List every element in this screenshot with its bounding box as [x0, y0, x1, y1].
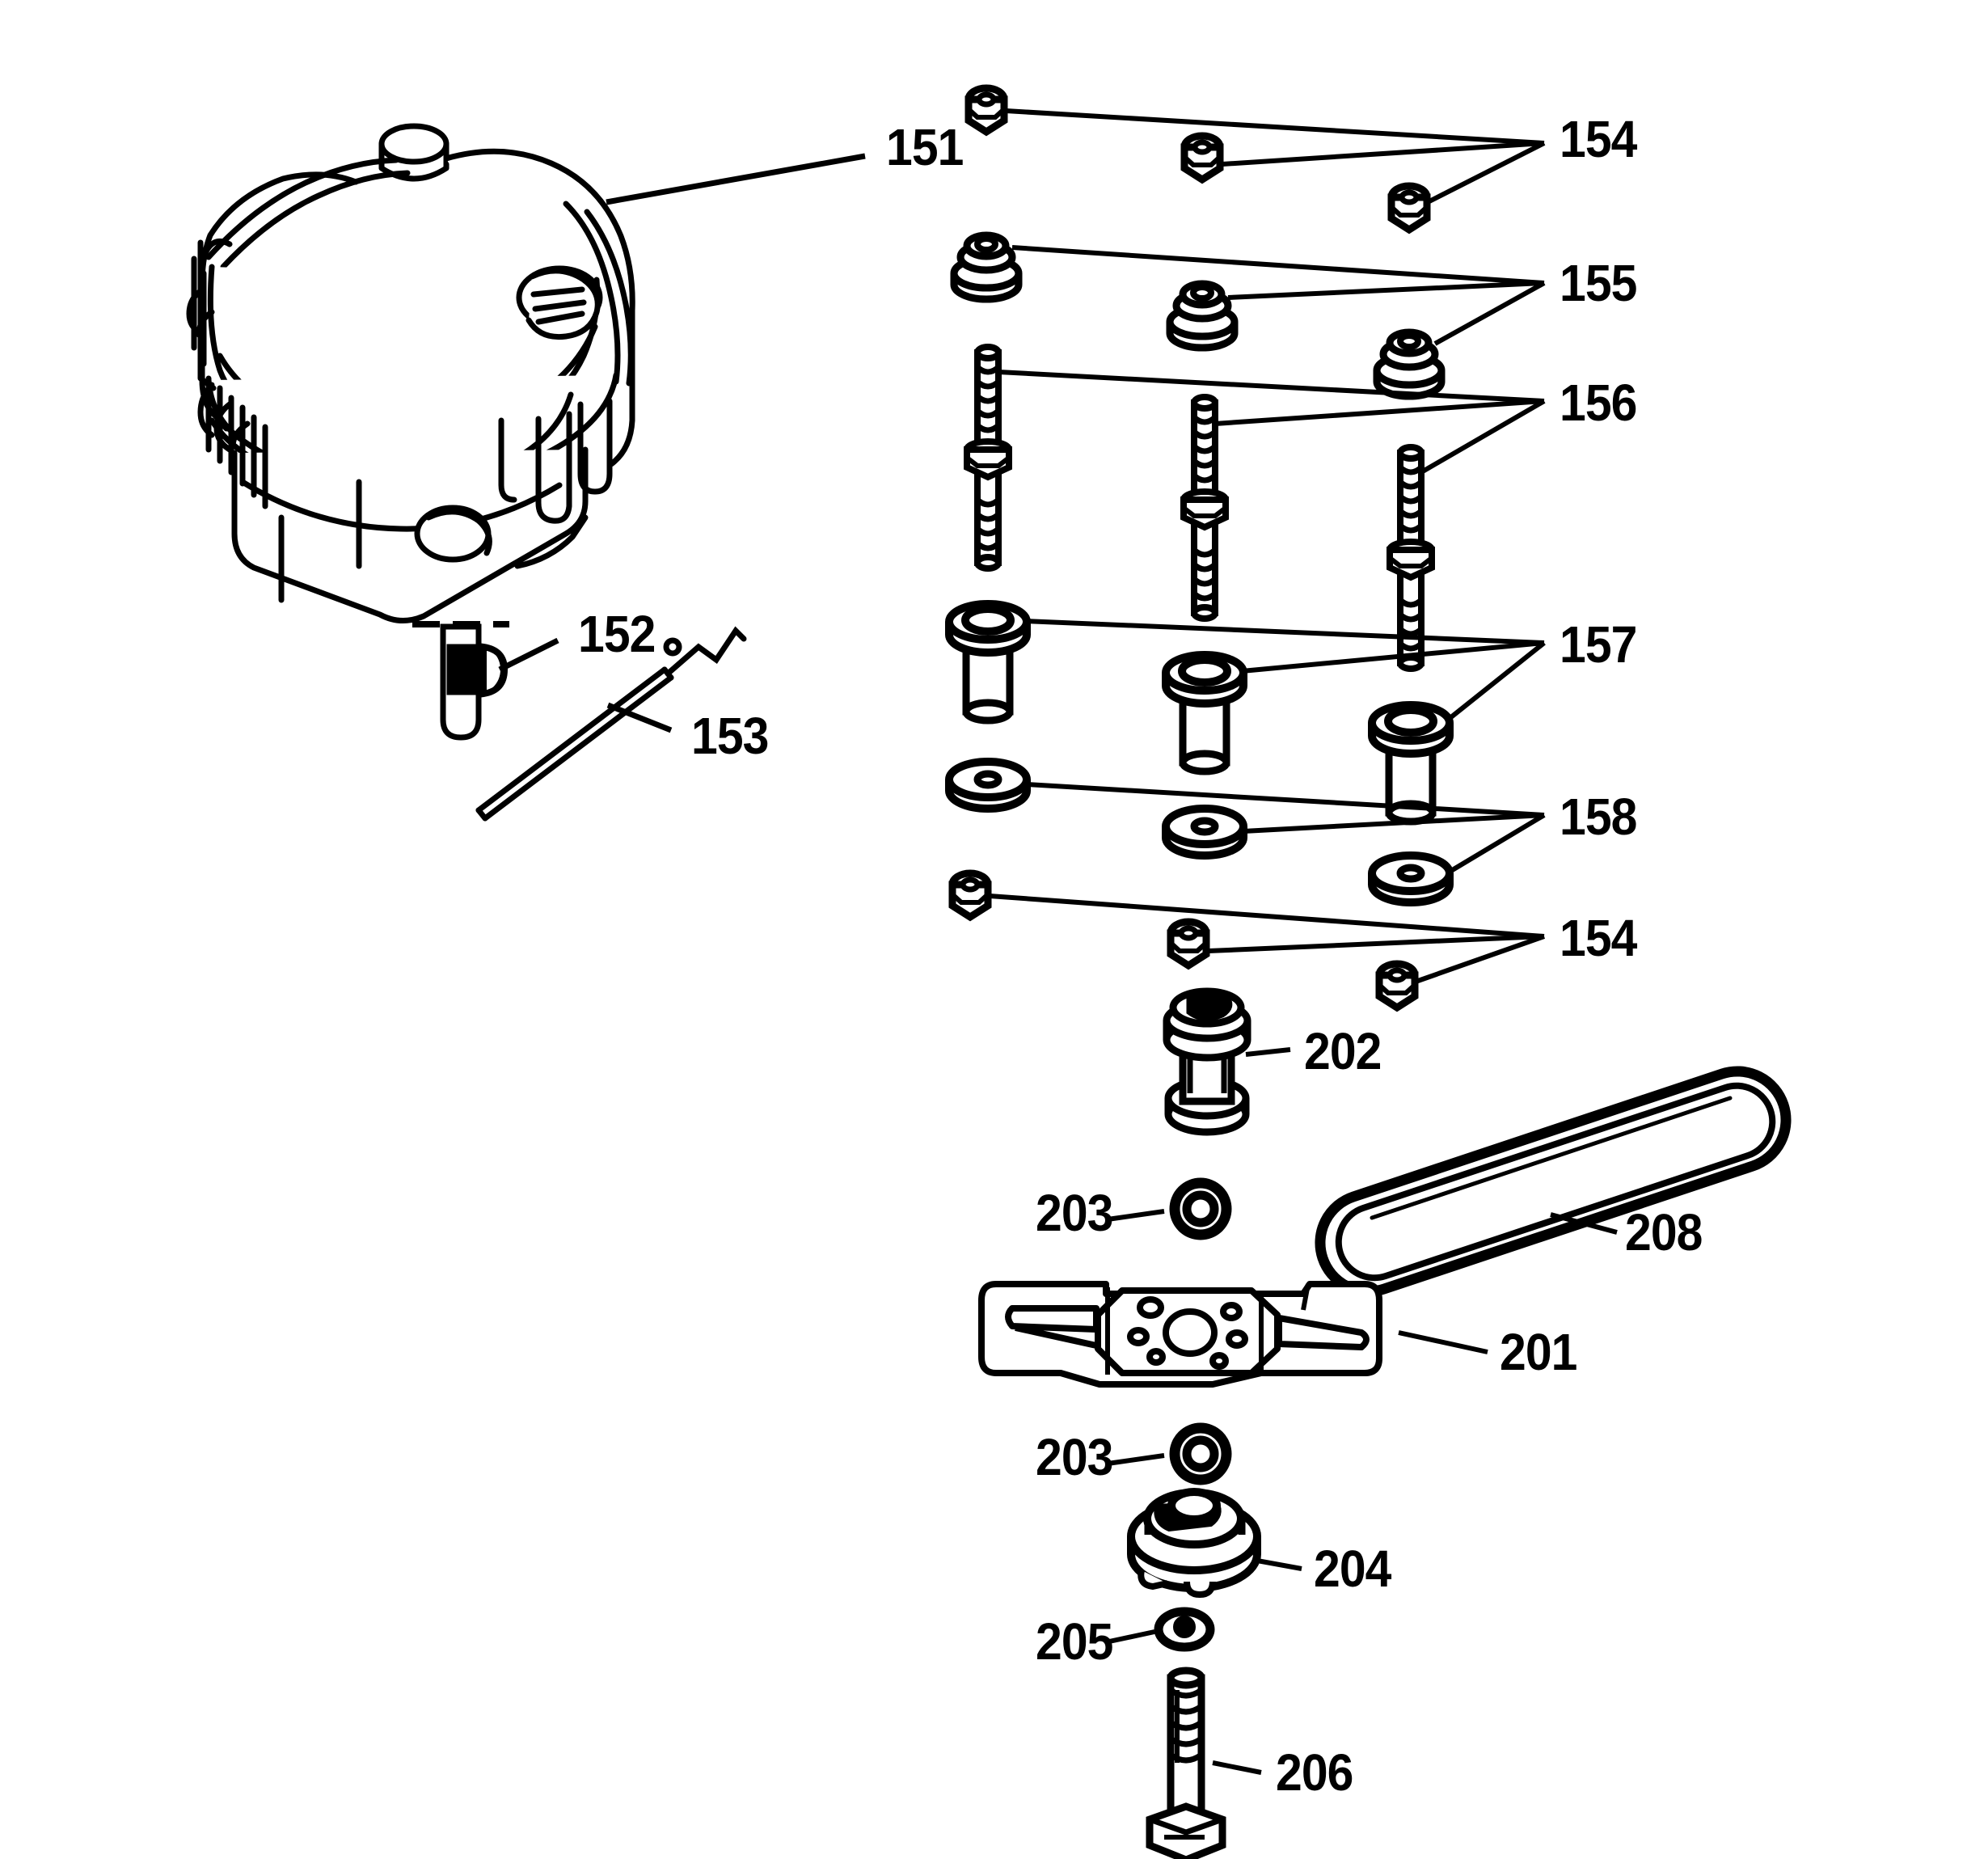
leader-206 [1212, 1760, 1262, 1775]
leader-151 [606, 153, 866, 205]
lock-nut-154-lower-2 [1171, 922, 1206, 965]
flanged-bushing-155-1 [954, 235, 1019, 299]
lock-washer-205 [1154, 1607, 1215, 1652]
callout-203-lower: 203 [1036, 1428, 1113, 1486]
shoulder-bushing-157-1 [949, 604, 1027, 720]
callout-155: 155 [1560, 254, 1637, 312]
callout-156: 156 [1560, 374, 1637, 432]
blade-adapter-204 [1127, 1488, 1261, 1599]
callout-153: 153 [691, 707, 769, 765]
flanged-bushing-155-2 [1170, 284, 1235, 348]
leader-154-lower [989, 894, 1545, 984]
lock-nut-154-upper-1 [969, 88, 1004, 132]
callout-157: 157 [1560, 615, 1637, 674]
threaded-stud-156-1 [967, 347, 1009, 568]
callout-154-upper: 154 [1560, 110, 1637, 168]
lock-nut-154-lower-3 [1379, 964, 1415, 1008]
washer-203-upper [1169, 1177, 1232, 1240]
dipstick-drawing [475, 626, 747, 822]
threaded-stud-156-2 [1184, 397, 1226, 619]
flat-washer-158-2 [1166, 809, 1243, 856]
spacer-pulley-202 [1163, 987, 1251, 1136]
leader-152 [498, 637, 559, 673]
lock-nut-154-lower-1 [952, 873, 988, 917]
v-belt-208 [1315, 1066, 1792, 1297]
mower-blade-201 [978, 1281, 1382, 1388]
leader-155 [1011, 245, 1546, 346]
lock-nut-154-upper-2 [1184, 136, 1220, 180]
flat-washer-158-3 [1372, 856, 1450, 902]
shoulder-bushing-157-2 [1166, 655, 1243, 771]
callout-203-upper: 203 [1036, 1184, 1113, 1242]
leader-158 [1026, 782, 1546, 874]
flat-washer-158-1 [949, 762, 1027, 809]
washer-203-lower [1169, 1422, 1232, 1485]
callout-154-lower: 154 [1560, 909, 1637, 967]
callout-205: 205 [1036, 1612, 1113, 1671]
leader-201 [1398, 1330, 1488, 1354]
leader-153 [606, 702, 673, 733]
callout-202: 202 [1304, 1022, 1382, 1080]
blade-bolt-206 [1146, 1667, 1226, 1859]
callout-158: 158 [1560, 788, 1637, 846]
leader-202 [1245, 1047, 1291, 1057]
leader-203-lower [1107, 1453, 1165, 1466]
callout-206: 206 [1276, 1743, 1353, 1802]
leader-204 [1256, 1558, 1302, 1571]
engine-assembly-drawing [186, 123, 635, 623]
callout-201: 201 [1500, 1323, 1577, 1381]
leader-154-upper [1005, 108, 1546, 205]
leader-156 [998, 370, 1546, 475]
leader-157 [1024, 619, 1546, 722]
leader-203-upper [1107, 1209, 1165, 1222]
callout-204: 204 [1314, 1540, 1391, 1598]
callout-152: 152 [578, 605, 656, 663]
oil-plug-drawing [412, 621, 509, 741]
callout-208: 208 [1625, 1203, 1703, 1261]
leader-208 [1550, 1212, 1618, 1235]
lock-nut-154-upper-3 [1391, 186, 1427, 230]
callout-151: 151 [886, 118, 964, 176]
flanged-bushing-155-3 [1377, 332, 1441, 396]
leader-205 [1108, 1629, 1155, 1644]
